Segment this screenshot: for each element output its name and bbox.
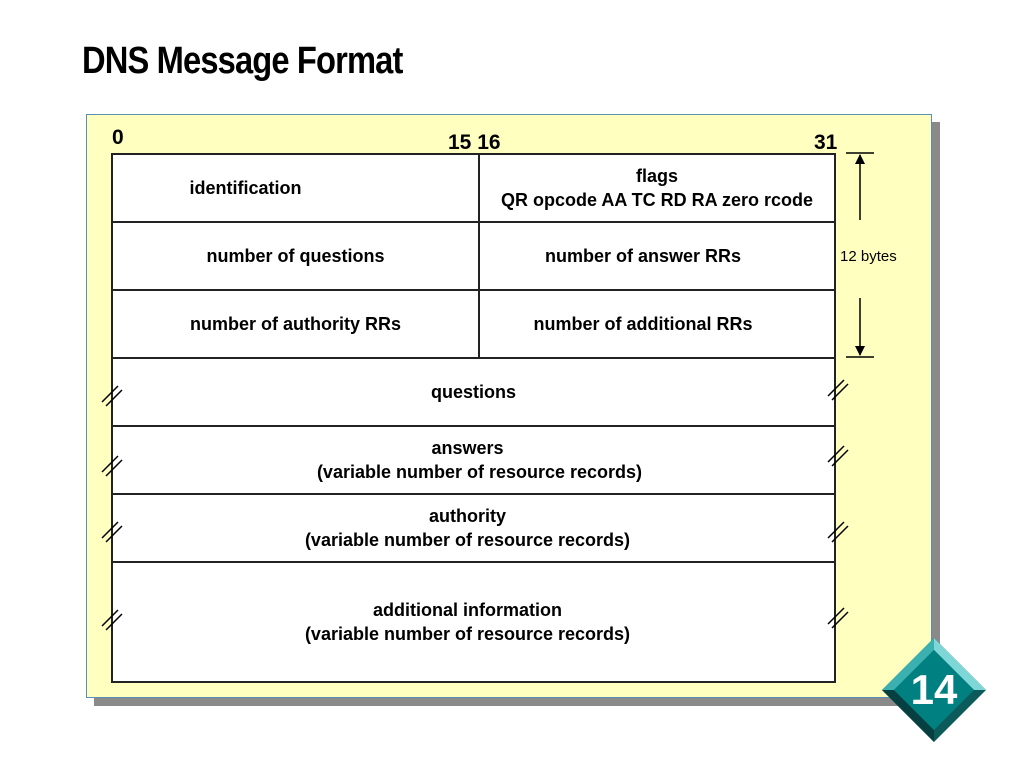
break-mark-icon <box>827 521 849 543</box>
answers-section-label: answers <box>431 438 504 458</box>
header-row-3: number of authority RRs number of additi… <box>113 291 834 359</box>
additional-section-note: (variable number of resource records) <box>304 624 631 644</box>
bit-label-end: 31 <box>814 131 838 154</box>
break-mark-icon <box>827 445 849 467</box>
answers-section-note: (variable number of resource records) <box>316 462 643 482</box>
break-mark-icon <box>827 607 849 629</box>
header-row-2: number of questions number of answer RRs <box>113 223 834 291</box>
break-mark-icon <box>101 455 123 477</box>
bit-label-mid: 15 16 <box>448 131 501 154</box>
bit-label-start: 0 <box>112 126 124 149</box>
answers-section: answers (variable number of resource rec… <box>113 427 834 495</box>
authority-count-field: number of authority RRs <box>113 291 480 357</box>
slide-number-badge: 14 <box>880 636 988 744</box>
identification-label: identification <box>189 178 302 198</box>
questions-count-label: number of questions <box>206 246 385 266</box>
break-mark-icon <box>101 521 123 543</box>
flags-field: flags QR opcode AA TC RD RA zero rcode <box>480 155 834 221</box>
break-mark-icon <box>101 609 123 631</box>
questions-count-field: number of questions <box>113 223 480 289</box>
slide-title: DNS Message Format <box>82 40 403 82</box>
break-mark-icon <box>827 379 849 401</box>
dns-message-diagram: identification flags QR opcode AA TC RD … <box>111 153 836 683</box>
additional-count-field: number of additional RRs <box>480 291 834 357</box>
flags-bits-label: QR opcode AA TC RD RA zero rcode <box>500 190 814 210</box>
authority-section-label: authority <box>428 506 506 526</box>
questions-section-label: questions <box>430 382 516 402</box>
slide-number: 14 <box>910 666 958 713</box>
flags-label: flags <box>635 166 678 186</box>
additional-section-label: additional information <box>373 600 562 620</box>
additional-count-label: number of additional RRs <box>533 314 753 334</box>
header-size-label: 12 bytes <box>840 248 897 265</box>
identification-field: identification <box>113 155 480 221</box>
header-size-arrow <box>846 152 874 358</box>
authority-count-label: number of authority RRs <box>189 314 401 334</box>
authority-section-note: (variable number of resource records) <box>304 530 631 550</box>
questions-section: questions <box>113 359 834 427</box>
header-row-1: identification flags QR opcode AA TC RD … <box>113 155 834 223</box>
break-mark-icon <box>101 385 123 407</box>
authority-section: authority (variable number of resource r… <box>113 495 834 563</box>
additional-section: additional information (variable number … <box>113 563 834 681</box>
answer-count-label: number of answer RRs <box>544 246 742 266</box>
answer-count-field: number of answer RRs <box>480 223 834 289</box>
